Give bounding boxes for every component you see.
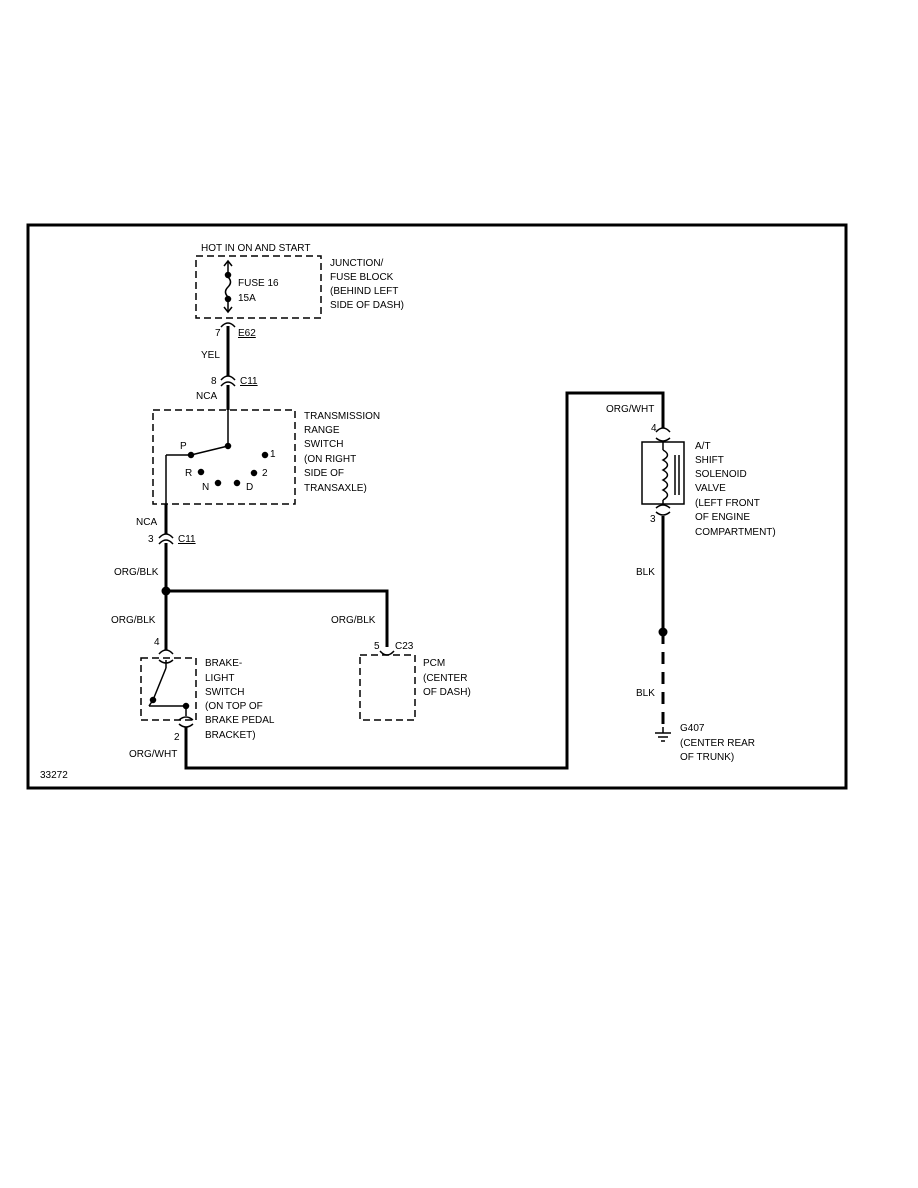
brake-switch-label: BRAKE- LIGHT SWITCH (ON TOP OF BRAKE PED… xyxy=(205,658,277,741)
figure-id: 33272 xyxy=(40,770,68,781)
pcm-label-line: (CENTER xyxy=(423,673,467,684)
ground-label: G407 (CENTER REAR OF TRUNK) xyxy=(680,723,758,763)
brake-switch-label-line: LIGHT xyxy=(205,673,234,684)
connector-c11-top-pin: 8 xyxy=(211,376,217,387)
trans-range-switch-label-line: SWITCH xyxy=(304,439,343,450)
wire-org-blk-to-pcm xyxy=(166,589,389,647)
brake-switch-pin-bottom: 2 xyxy=(174,732,180,743)
connector-e62-name: E62 xyxy=(238,328,256,339)
brake-switch-label-line: SWITCH xyxy=(205,687,244,698)
wire-org-wht-right-label: ORG/WHT xyxy=(606,404,654,415)
switch-pos-1: 1 xyxy=(270,449,276,460)
trans-range-switch-contacts xyxy=(165,410,269,504)
brake-switch-icon xyxy=(148,649,194,728)
brake-switch-label-line: (ON TOP OF xyxy=(205,701,263,712)
diagram-frame xyxy=(26,223,848,790)
wire-blk-lower-label: BLK xyxy=(636,688,655,699)
switch-pos-2: 2 xyxy=(262,468,268,479)
solenoid-label-line: SOLENOID xyxy=(695,469,747,480)
trans-range-switch-label-line: SIDE OF xyxy=(304,468,344,479)
solenoid-label-line: A/T xyxy=(695,441,710,452)
wire-org-blk-right-label: ORG/BLK xyxy=(331,615,376,626)
wire-org-blk-main-label: ORG/BLK xyxy=(114,567,159,578)
pcm-label-line: OF DASH) xyxy=(423,687,471,698)
switch-pos-r: R xyxy=(185,468,192,479)
fuse-block-location-line: FUSE BLOCK xyxy=(330,272,394,283)
solenoid-pin-top: 4 xyxy=(651,423,657,434)
brake-switch-outline xyxy=(140,657,197,721)
trans-range-switch-label-line: (ON RIGHT xyxy=(304,454,356,465)
pcm-label: PCM (CENTER OF DASH) xyxy=(423,658,471,698)
solenoid-label-line: VALVE xyxy=(695,483,726,494)
brake-switch-label-line: BRAKE- xyxy=(205,658,242,669)
switch-pos-p: P xyxy=(180,441,187,452)
switch-pos-n: N xyxy=(202,482,209,493)
trans-range-switch-label-line: RANGE xyxy=(304,425,340,436)
trans-range-switch-label-line: TRANSMISSION xyxy=(304,411,380,422)
trans-range-switch-label: TRANSMISSION RANGE SWITCH (ON RIGHT SIDE… xyxy=(304,411,383,494)
solenoid-label-line: SHIFT xyxy=(695,455,724,466)
fuse-rating: 15A xyxy=(238,293,256,304)
fuse-block-location-line: JUNCTION/ xyxy=(330,258,384,269)
connector-c11-bottom-name: C11 xyxy=(178,534,196,545)
ground-icon xyxy=(655,727,671,742)
ground-label-line: (CENTER REAR xyxy=(680,738,755,749)
wire-org-wht xyxy=(184,391,665,770)
wire-yel-label: YEL xyxy=(201,350,220,361)
connector-c11-top-name: C11 xyxy=(240,376,258,387)
wire-org-wht-bottom-label: ORG/WHT xyxy=(129,749,177,760)
connector-c11-bottom-pin: 3 xyxy=(148,534,154,545)
brake-switch-label-line: BRAKE PEDAL xyxy=(205,715,275,726)
ground-name: G407 xyxy=(680,723,705,734)
solenoid-label-line: (LEFT FRONT xyxy=(695,498,760,509)
connector-e62-icon xyxy=(220,322,236,328)
connector-c11-bottom-icon xyxy=(158,533,174,545)
ground-label-line: OF TRUNK) xyxy=(680,752,734,763)
pcm-pin: 5 xyxy=(374,641,380,652)
pcm-connector-name: C23 xyxy=(395,641,414,652)
pcm-label-line: PCM xyxy=(423,658,445,669)
solenoid-icon xyxy=(641,427,685,516)
solenoid-pin-bottom: 3 xyxy=(650,514,656,525)
fuse-block-location-line: SIDE OF DASH) xyxy=(330,300,404,311)
wire-nca-bottom-label: NCA xyxy=(136,517,157,528)
wire-blk-upper-label: BLK xyxy=(636,567,655,578)
connector-e62-pin: 7 xyxy=(215,328,221,339)
brake-switch-pin-top: 4 xyxy=(154,637,160,648)
solenoid-label: A/T SHIFT SOLENOID VALVE (LEFT FRONT OF … xyxy=(695,441,776,538)
fuse-icon xyxy=(223,259,233,314)
fuse-block-location-line: (BEHIND LEFT xyxy=(330,286,398,297)
switch-pos-d: D xyxy=(246,482,253,493)
pcm-outline xyxy=(359,654,416,721)
fuse-name: FUSE 16 xyxy=(238,278,279,289)
fuse-block-location: JUNCTION/ FUSE BLOCK (BEHIND LEFT SIDE O… xyxy=(330,258,404,311)
trans-range-switch-label-line: TRANSAXLE) xyxy=(304,483,367,494)
solenoid-label-line: OF ENGINE xyxy=(695,512,750,523)
wire-nca-top-label: NCA xyxy=(196,391,217,402)
wire-org-blk-left-label: ORG/BLK xyxy=(111,615,156,626)
connector-c11-top-icon xyxy=(220,375,236,387)
solenoid-label-line: COMPARTMENT) xyxy=(695,527,776,538)
brake-switch-label-line: BRACKET) xyxy=(205,730,256,741)
fuse-block-outline xyxy=(195,255,322,319)
supply-label: HOT IN ON AND START xyxy=(201,243,310,254)
trans-range-switch-outline xyxy=(152,409,296,505)
